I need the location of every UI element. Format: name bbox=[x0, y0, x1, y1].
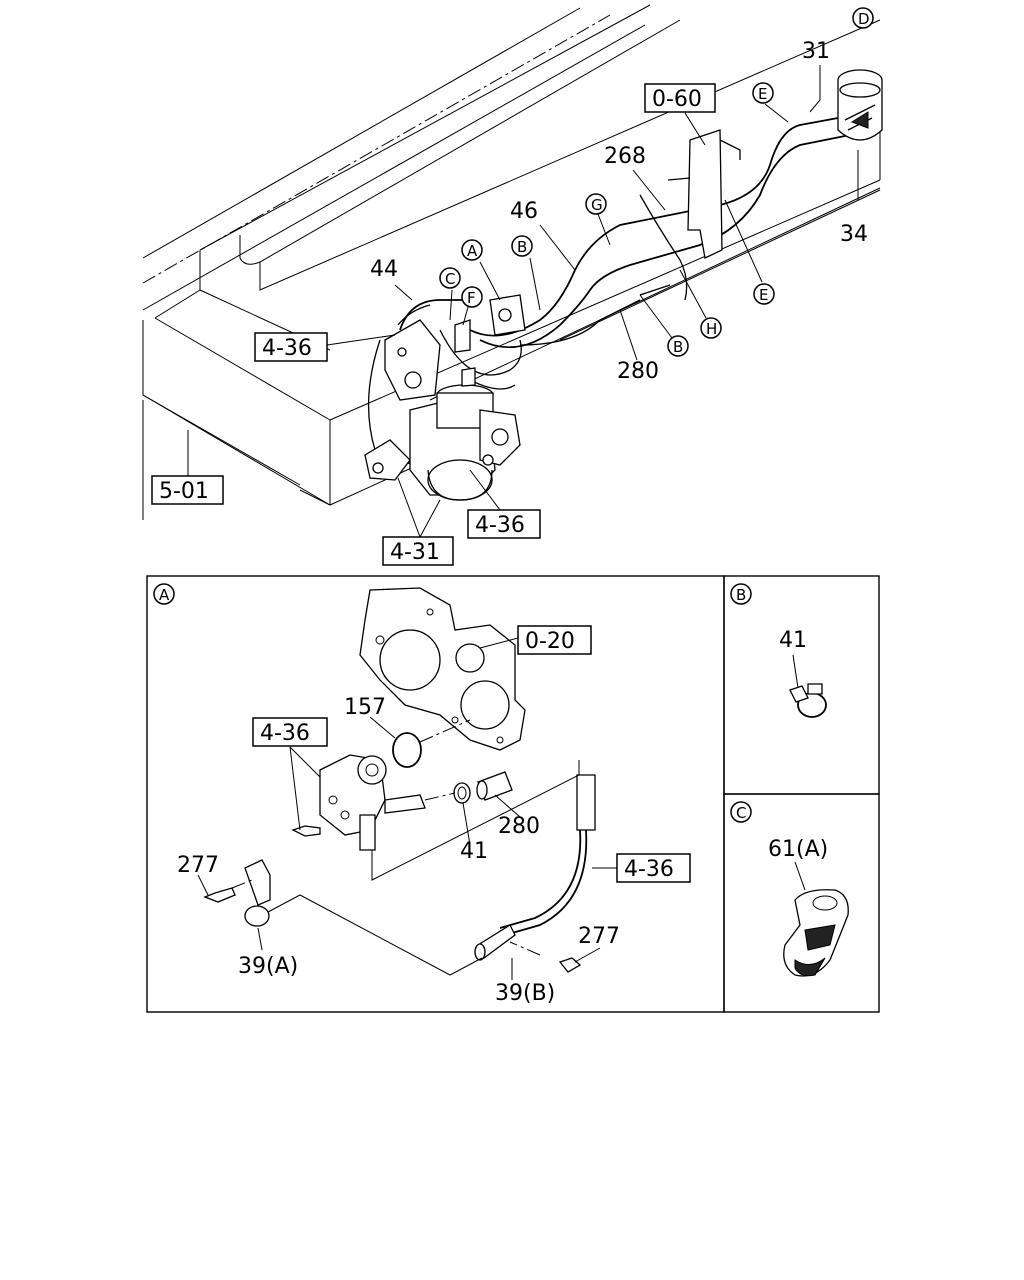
circle-ref-E-label: E bbox=[758, 85, 767, 103]
ref-box-0-20[interactable]: 0-20 bbox=[517, 625, 592, 655]
ref-box-4-36-label: 4-36 bbox=[260, 721, 310, 746]
hose-clamp-41 bbox=[789, 654, 827, 718]
part-label-277: 277 bbox=[578, 924, 620, 949]
panel-b-marker-label: B bbox=[736, 586, 746, 604]
part-label-44: 44 bbox=[370, 257, 398, 282]
part-label-61a: 61(A) bbox=[768, 837, 828, 862]
circle-ref-B-upper[interactable]: B bbox=[511, 235, 533, 257]
circle-ref-H[interactable]: H bbox=[700, 317, 722, 339]
circle-ref-H-label: H bbox=[706, 320, 717, 338]
circle-ref-B-label: B bbox=[517, 238, 527, 256]
part-label-46: 46 bbox=[510, 199, 538, 224]
bracket-0-60 bbox=[667, 129, 741, 259]
hose-line-detail bbox=[474, 774, 596, 961]
circle-ref-C-label: C bbox=[445, 270, 455, 288]
circle-ref-C[interactable]: C bbox=[439, 267, 461, 289]
circle-ref-F-label: F bbox=[467, 289, 476, 307]
circle-ref-A-label: A bbox=[467, 242, 478, 260]
ref-box-4-36-panel-a-right[interactable]: 4-36 bbox=[616, 853, 691, 883]
circle-ref-E-lower[interactable]: E bbox=[753, 283, 775, 305]
circle-ref-F[interactable]: F bbox=[461, 286, 483, 308]
panel-a-marker-label: A bbox=[159, 586, 170, 604]
panel-a-marker[interactable]: A bbox=[153, 583, 175, 605]
part-label-280: 280 bbox=[498, 814, 540, 839]
part-label-41: 41 bbox=[779, 628, 807, 653]
ref-box-4-36-label: 4-36 bbox=[262, 336, 312, 361]
top-leader-lines bbox=[187, 65, 859, 538]
ref-box-4-36-label: 4-36 bbox=[624, 857, 674, 882]
ref-box-0-20-label: 0-20 bbox=[525, 629, 575, 654]
part-label-39b: 39(B) bbox=[495, 981, 555, 1006]
gasket-plate bbox=[359, 587, 526, 751]
panel-c-marker-label: C bbox=[736, 804, 746, 822]
part-label-277: 277 bbox=[177, 853, 219, 878]
ref-box-5-01-label: 5-01 bbox=[159, 479, 209, 504]
ref-box-4-36-top-right[interactable]: 4-36 bbox=[467, 509, 541, 539]
circle-ref-D[interactable]: D bbox=[852, 7, 874, 29]
circle-ref-E-label: E bbox=[759, 286, 768, 304]
o-ring-157 bbox=[392, 732, 422, 768]
circle-ref-B-label: B bbox=[673, 338, 683, 356]
ref-box-0-60[interactable]: 0-60 bbox=[644, 83, 716, 113]
part-label-41: 41 bbox=[460, 839, 488, 864]
ref-box-4-36-label: 4-36 bbox=[475, 513, 525, 538]
reservoir-tank bbox=[837, 69, 883, 141]
circle-ref-G[interactable]: G bbox=[585, 193, 607, 215]
circle-ref-E-upper[interactable]: E bbox=[752, 82, 774, 104]
hose-280 bbox=[476, 771, 513, 801]
circle-ref-G-label: G bbox=[591, 196, 603, 214]
clip-61a bbox=[783, 861, 849, 977]
ref-box-4-36-top-left[interactable]: 4-36 bbox=[254, 332, 328, 362]
ref-box-4-31[interactable]: 4-31 bbox=[382, 536, 454, 566]
part-label-34: 34 bbox=[840, 222, 868, 247]
ref-box-0-60-label: 0-60 bbox=[652, 87, 702, 112]
ref-box-4-31-label: 4-31 bbox=[390, 540, 440, 565]
detail-panel-c bbox=[723, 793, 880, 1013]
panel-b-marker[interactable]: B bbox=[730, 583, 752, 605]
pump-assembly bbox=[364, 294, 526, 501]
seal-41 bbox=[453, 782, 471, 804]
ref-box-4-36-panel-a-left[interactable]: 4-36 bbox=[252, 717, 328, 747]
ref-box-5-01[interactable]: 5-01 bbox=[151, 475, 224, 505]
detail-panel-b bbox=[723, 575, 880, 795]
clamp-39a bbox=[244, 859, 271, 927]
circle-ref-B-lower[interactable]: B bbox=[667, 335, 689, 357]
panel-a-leader-lines bbox=[197, 637, 617, 980]
part-label-39a: 39(A) bbox=[238, 954, 298, 979]
part-label-280: 280 bbox=[617, 359, 659, 384]
part-label-31: 31 bbox=[802, 39, 830, 64]
hydraulic-pipes bbox=[367, 117, 851, 464]
panel-c-marker[interactable]: C bbox=[730, 801, 752, 823]
part-label-157: 157 bbox=[344, 695, 386, 720]
part-label-268: 268 bbox=[604, 144, 646, 169]
circle-ref-A[interactable]: A bbox=[461, 239, 483, 261]
circle-ref-D-label: D bbox=[858, 10, 870, 28]
